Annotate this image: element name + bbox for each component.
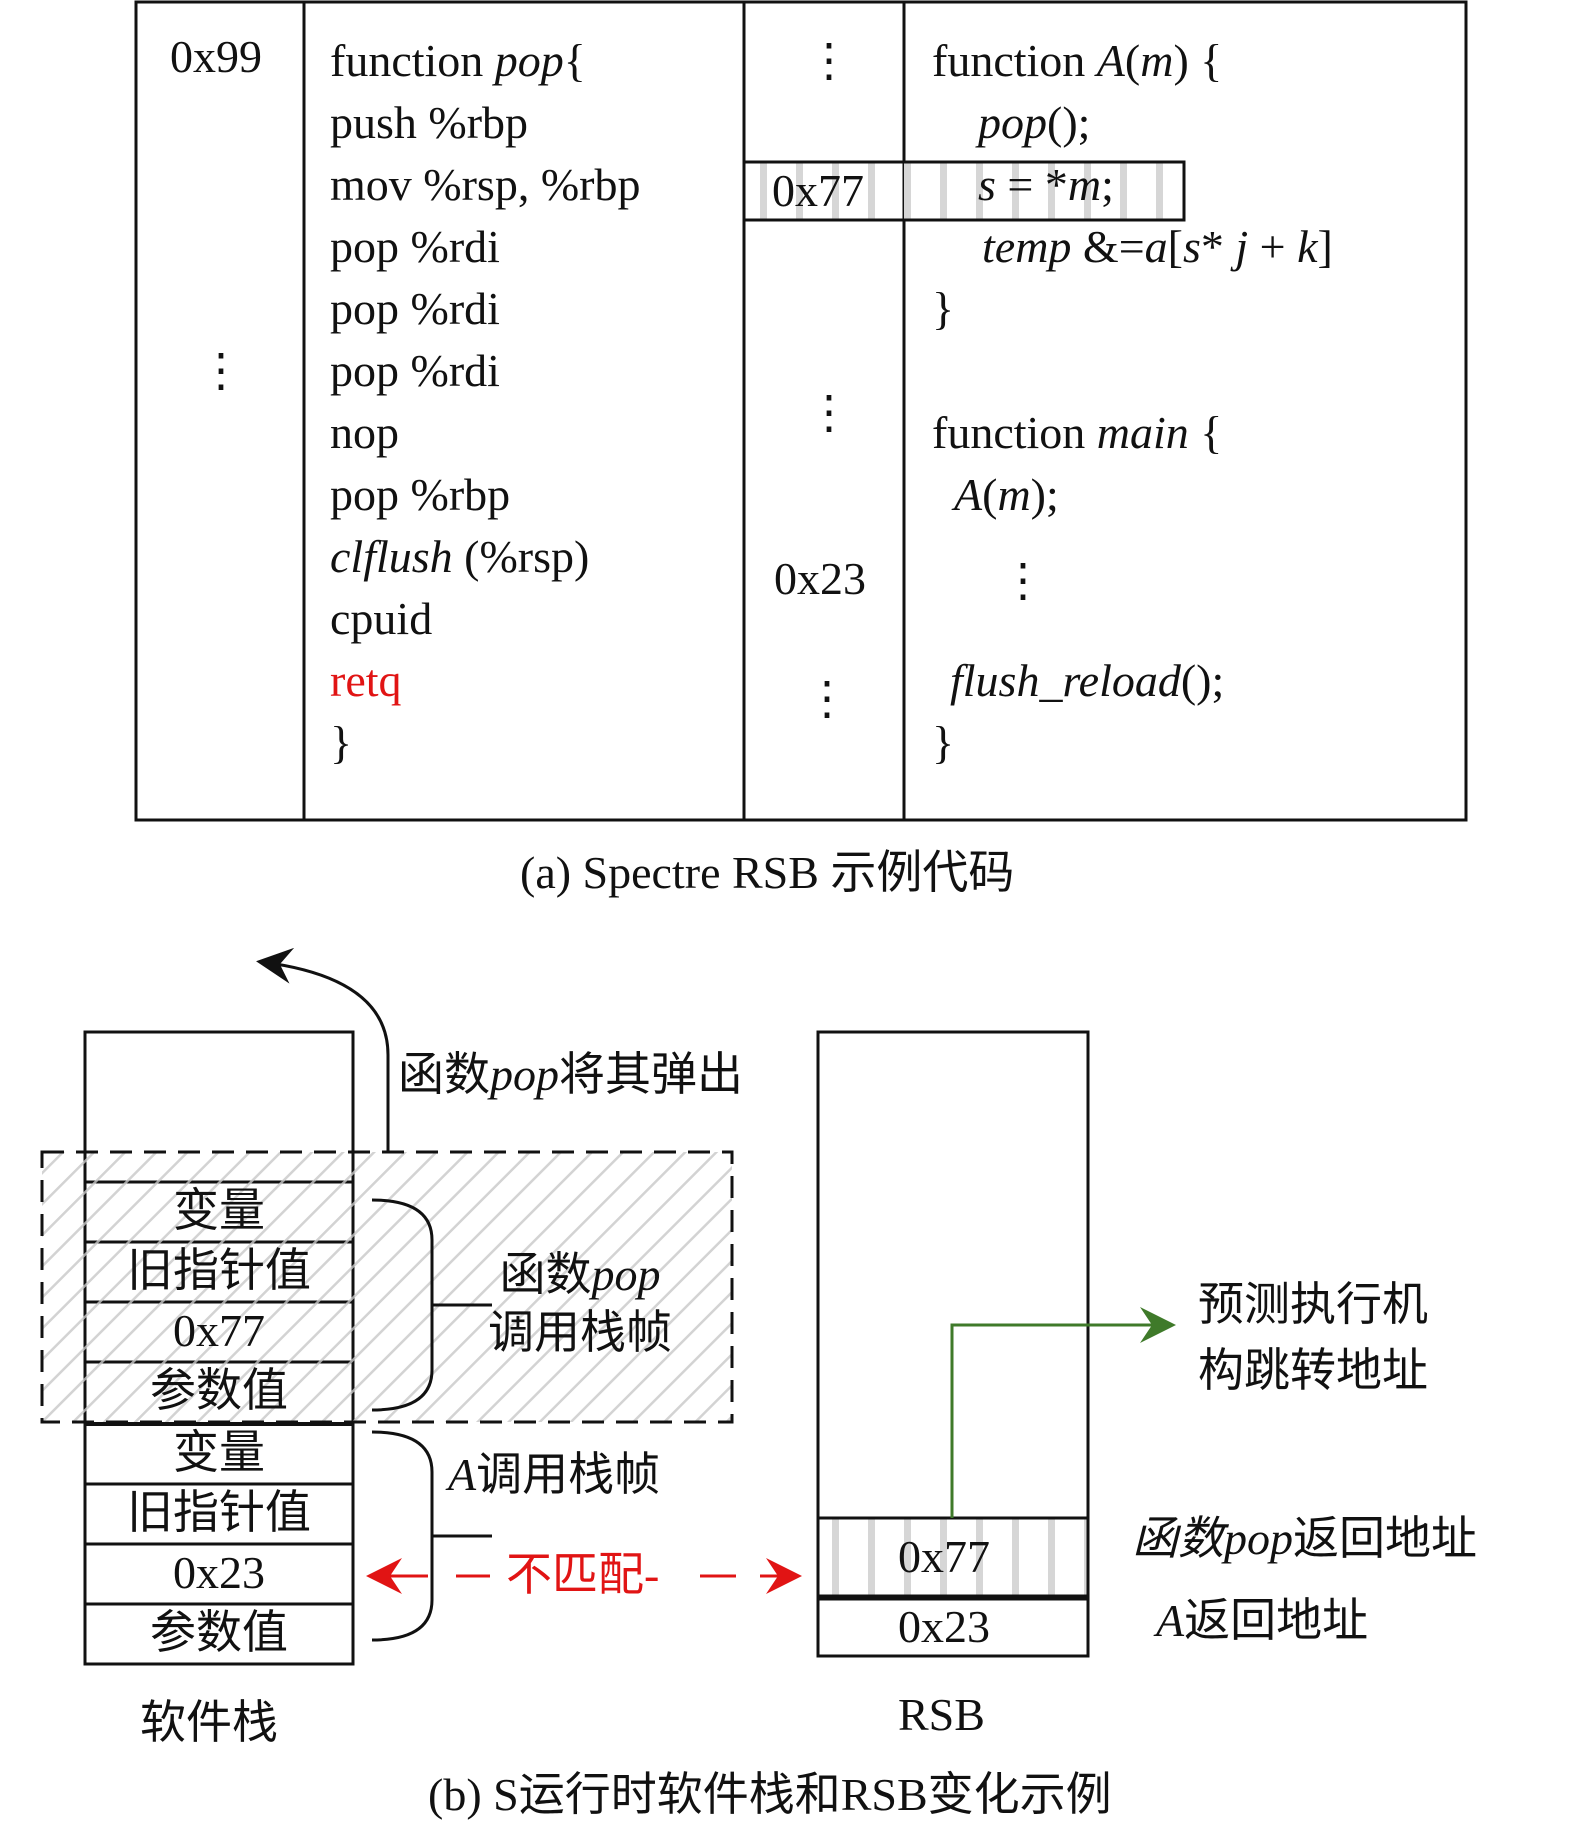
col3-dots-top: ⋮ [806,35,852,86]
stack-cell: 参数值 [150,1365,288,1416]
pop-call-line: pop(); [978,97,1091,148]
asm-line: push %rbp [330,97,529,148]
stack-cell: 旧指针值 [127,1245,311,1296]
a-frame-brace [371,1430,434,1642]
mismatch-label: 不匹配- [506,1549,660,1600]
col3-dots-mid: ⋮ [806,387,852,438]
close-brace-2: } [932,717,955,768]
highlight-row-0x77 [742,160,1186,222]
rsb-box [816,1030,1090,1658]
predict-label: 预测执行机构跳转地址 [1198,1279,1428,1396]
assign-line: s = *m; [978,159,1114,210]
a-frame-label: A调用栈帧 [448,1449,661,1500]
asm-line: pop %rdi [330,345,500,396]
code-table [134,0,1468,822]
col1-dots: ⋮ [198,345,244,396]
rsb-label: RSB [898,1689,985,1740]
addr-0x99: 0x99 [170,31,262,82]
stack-cell: 0x23 [173,1547,265,1598]
stack-cell: 变量 [173,1185,265,1236]
func-main-line: function main { [932,407,1223,458]
stack-cell: 变量 [173,1427,265,1478]
asm-line: function pop{ [330,35,586,86]
asm-line: } [330,717,353,768]
asm-line: mov %rsp, %rbp [330,159,641,210]
temp-line: temp &=a[s* j + k] [982,221,1333,272]
pop-ret-label: 函数pop返回地址 [1132,1513,1477,1564]
predict-arrow [950,1307,1176,1518]
asm-line: clflush (%rsp) [330,531,590,582]
caption-a: (a) Spectre RSB 示例代码 [520,847,1015,898]
pop-out-arrow [256,947,390,1152]
asm-line: nop [330,407,399,458]
asm-line: pop %rdi [330,283,500,334]
asm-line: pop %rdi [330,221,500,272]
stack-label: 软件栈 [140,1697,278,1748]
asm-line: pop %rbp [330,469,511,520]
col3-dots-bot: ⋮ [804,673,850,724]
pop-out-label: 函数pop将其弹出 [398,1049,743,1100]
rsb-cell-0x77: 0x77 [898,1531,990,1582]
addr-0x23: 0x23 [774,553,866,604]
caption-b: (b) S运行时软件栈和RSB变化示例 [428,1769,1112,1820]
a-ret-label: A返回地址 [1156,1595,1369,1646]
col4-dots: ⋮ [1000,555,1046,606]
func-a-line: function A(m) { [932,35,1223,86]
stack-cell: 旧指针值 [127,1487,311,1538]
rsb-cell-0x23: 0x23 [898,1601,990,1652]
flush-line: flush_reload(); [950,655,1225,706]
asm-line: retq [330,655,402,706]
addr-0x77: 0x77 [772,165,864,216]
call-a-line: A(m); [954,469,1059,520]
asm-line: cpuid [330,593,433,644]
stack-cell: 0x77 [173,1305,265,1356]
stack-cell: 参数值 [150,1607,288,1658]
close-brace-1: } [932,283,955,334]
